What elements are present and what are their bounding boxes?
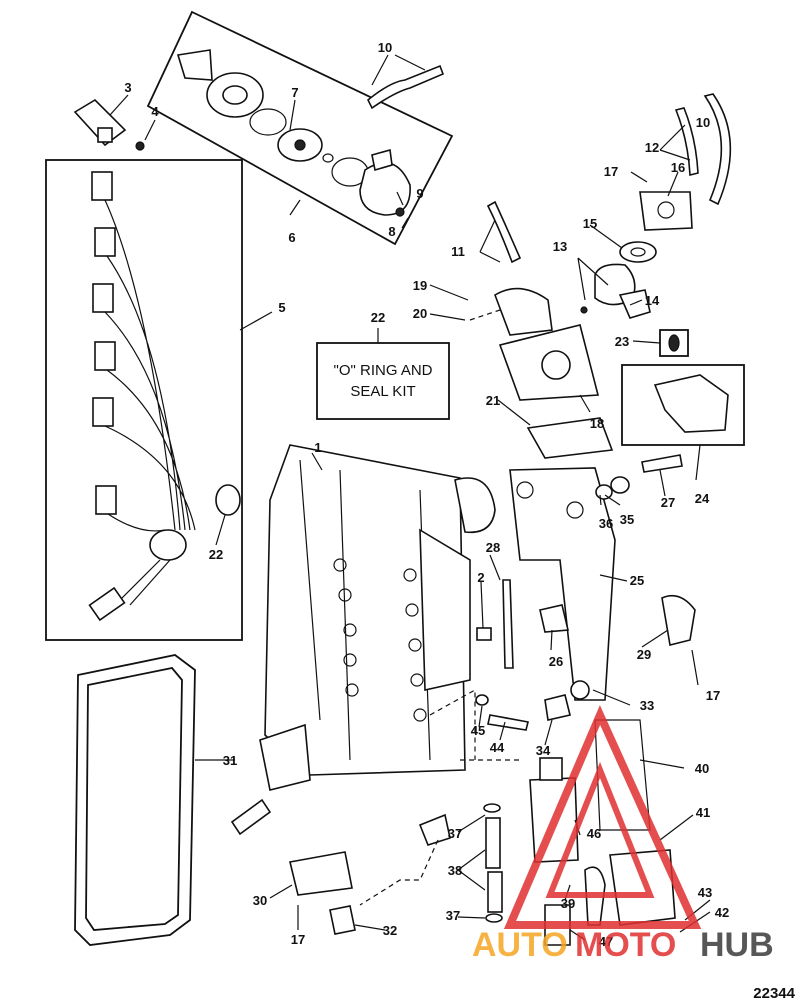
callout-labels: 3 4 5 6 7 8 9 10 10 11 12 13 14 15 16 17… [124, 40, 729, 949]
callout-22-left: 22 [209, 547, 223, 562]
callout-10-right: 10 [696, 115, 710, 130]
callout-17-right: 17 [706, 688, 720, 703]
callout-1: 1 [314, 440, 321, 455]
callout-37-top: 37 [448, 826, 462, 841]
watermark-auto: AUTO [472, 926, 568, 964]
callout-42: 42 [715, 905, 729, 920]
callout-7: 7 [291, 85, 298, 100]
pump-assembly [494, 191, 693, 401]
callout-17-top: 17 [604, 164, 618, 179]
bracket-part-25 [509, 467, 616, 701]
callout-29: 29 [637, 647, 651, 662]
callout-44: 44 [490, 740, 505, 755]
callout-9: 9 [416, 186, 423, 201]
callout-25: 25 [630, 573, 644, 588]
watermark-triangle [503, 705, 702, 929]
callout-leaders [109, 54, 711, 941]
kit-line-2: SEAL KIT [350, 383, 415, 400]
callout-21: 21 [486, 393, 500, 408]
callout-35: 35 [620, 512, 634, 527]
callout-13: 13 [553, 239, 567, 254]
callout-33: 33 [640, 698, 654, 713]
callout-26: 26 [549, 654, 563, 669]
gasket-part-21 [526, 417, 614, 459]
callout-23: 23 [615, 334, 629, 349]
callout-17-bottom: 17 [291, 932, 305, 947]
callout-43: 43 [698, 885, 712, 900]
kit-line-1: "O" RING AND [334, 362, 433, 379]
callout-4: 4 [151, 104, 159, 119]
callout-16: 16 [671, 160, 685, 175]
callout-41: 41 [696, 805, 710, 820]
misc-small-parts [475, 454, 696, 731]
callout-6: 6 [288, 230, 295, 245]
part-23-box [621, 329, 745, 446]
callout-40: 40 [695, 761, 709, 776]
callout-18: 18 [590, 416, 604, 431]
callout-28: 28 [486, 540, 500, 555]
callout-24: 24 [695, 491, 710, 506]
callout-19: 19 [413, 278, 427, 293]
callout-38: 38 [448, 863, 462, 878]
callout-27: 27 [661, 495, 675, 510]
callout-2: 2 [477, 570, 484, 585]
wiring-harness-box [45, 159, 243, 641]
figure-number: 22344 [753, 985, 795, 1002]
callout-31: 31 [223, 753, 237, 768]
callout-20: 20 [413, 306, 427, 321]
callout-11: 11 [451, 244, 465, 259]
callout-46: 46 [587, 826, 601, 841]
callout-22-kit: 22 [371, 310, 385, 325]
callout-5: 5 [278, 300, 285, 315]
callout-37-bottom: 37 [446, 908, 460, 923]
callout-3: 3 [124, 80, 131, 95]
callout-15: 15 [583, 216, 597, 231]
callout-34: 34 [536, 743, 551, 758]
watermark-hub: HUB [700, 926, 774, 964]
dashed-leaders [429, 309, 520, 761]
callout-47: 47 [599, 934, 613, 949]
callout-14: 14 [645, 293, 660, 308]
callout-45: 45 [471, 723, 485, 738]
callout-10-top: 10 [378, 40, 392, 55]
callout-32: 32 [383, 923, 397, 938]
seal-kit-box: "O" RING AND SEAL KIT [316, 342, 450, 420]
callout-12: 12 [645, 140, 659, 155]
callout-39: 39 [561, 896, 575, 911]
callout-36: 36 [599, 516, 613, 531]
main-block-part-1 [230, 444, 496, 836]
callout-30: 30 [253, 893, 267, 908]
hoses [366, 64, 732, 264]
watermark: AUTO MOTO HUB [472, 705, 774, 964]
fuel-pump-kit-box [146, 10, 454, 246]
gasket-part-31 [74, 654, 196, 946]
callout-8: 8 [388, 224, 395, 239]
sensor-part-3 [73, 98, 145, 151]
watermark-moto: MOTO [575, 926, 676, 964]
